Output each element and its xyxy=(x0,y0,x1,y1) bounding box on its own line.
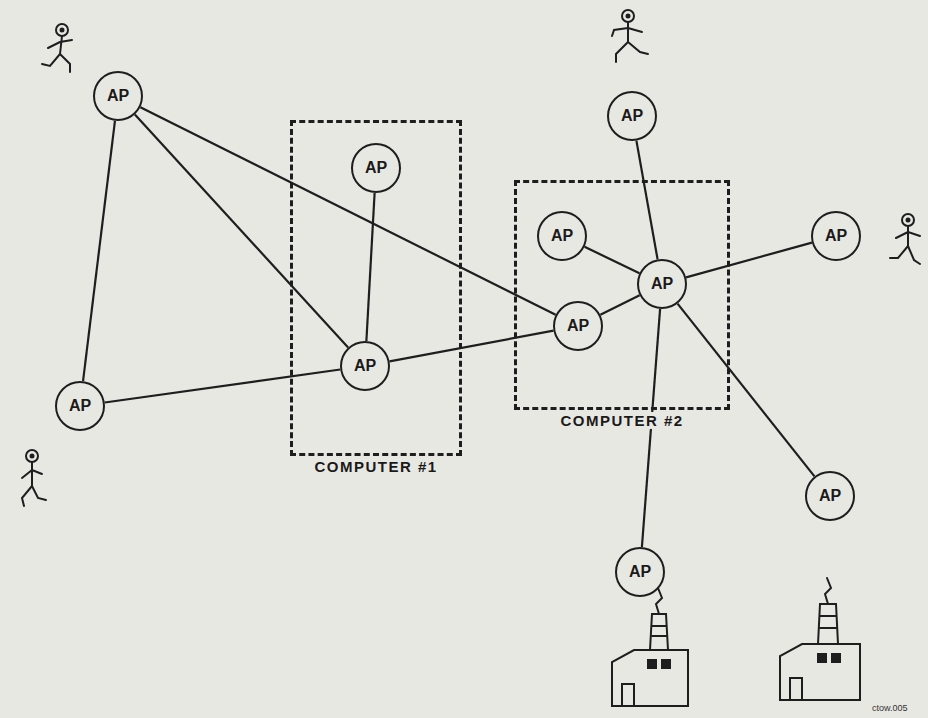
node-label: AP xyxy=(621,107,643,125)
node-label: AP xyxy=(825,227,847,245)
access-point-circle: AP xyxy=(93,71,143,121)
node-label: AP xyxy=(651,275,673,293)
node-label: AP xyxy=(567,317,589,335)
access-point-circle: AP xyxy=(811,211,861,261)
node-label: AP xyxy=(551,227,573,245)
access-point-circle: AP xyxy=(55,381,105,431)
link-line xyxy=(585,247,640,273)
access-point-circle: AP xyxy=(351,143,401,193)
person-figure xyxy=(22,450,46,506)
node-label: AP xyxy=(819,487,841,505)
access-point-circle: AP xyxy=(537,211,587,261)
person-figure xyxy=(890,214,920,264)
node-label: AP xyxy=(69,397,91,415)
access-point-circle: AP xyxy=(340,341,390,391)
factory-building xyxy=(780,578,860,700)
figure-code: ctow.005 xyxy=(872,703,908,713)
link-line xyxy=(140,107,555,315)
computer-group: COMPUTER #2APAPAP xyxy=(514,180,730,410)
link-line xyxy=(83,121,115,381)
node-label: AP xyxy=(107,87,129,105)
person-figure xyxy=(42,24,72,72)
group-label: COMPUTER #1 xyxy=(311,458,440,475)
link-line xyxy=(390,331,554,362)
link-line xyxy=(366,193,374,341)
link-line xyxy=(600,295,639,315)
node-label: AP xyxy=(354,357,376,375)
access-point-circle: AP xyxy=(637,259,687,309)
computer-group: COMPUTER #1APAP xyxy=(290,120,462,456)
access-point-circle: AP xyxy=(553,301,603,351)
link-line xyxy=(678,304,815,477)
factory-building xyxy=(612,588,688,706)
access-point-circle: AP xyxy=(805,471,855,521)
link-line xyxy=(636,141,657,260)
node-label: AP xyxy=(629,563,651,581)
person-figure xyxy=(612,10,648,62)
link-line xyxy=(135,114,348,347)
link-line xyxy=(105,369,340,402)
access-point-circle: AP xyxy=(607,91,657,141)
access-point-circle: AP xyxy=(615,547,665,597)
group-label: COMPUTER #2 xyxy=(557,412,686,429)
node-label: AP xyxy=(365,159,387,177)
link-line xyxy=(686,243,812,278)
